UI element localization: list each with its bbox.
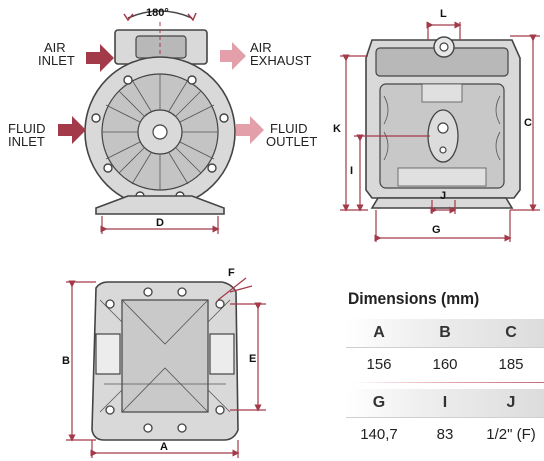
top-view: B E A F <box>62 267 266 458</box>
table-separator <box>352 382 544 383</box>
table-cell: 185 <box>498 356 524 373</box>
dim-i-label: I <box>350 165 353 177</box>
dim-e-label: E <box>249 353 256 365</box>
air-exhaust-arrow-icon <box>220 42 246 70</box>
air-inlet-arrow-icon <box>86 44 114 72</box>
table-value-row-2: 140,7 83 1/2" (F) <box>346 418 544 452</box>
dim-l-label: L <box>440 8 447 20</box>
fluid-inlet-arrow-icon <box>58 116 86 144</box>
table-cell: 140,7 <box>360 426 398 443</box>
rotation-arrow-icon <box>123 10 197 22</box>
table-header-cell: G <box>372 394 386 411</box>
dimensions-table: Dimensions (mm) A B C 156 160 185 G I J … <box>346 287 544 452</box>
dim-j-label: J <box>440 190 446 202</box>
table-header-cell: C <box>505 324 517 341</box>
fluid-outlet-label-1: FLUID <box>270 121 308 136</box>
fluid-inlet-label-1: FLUID <box>8 121 46 136</box>
dim-a-label: A <box>160 441 168 453</box>
air-inlet-label-2: INLET <box>38 53 75 68</box>
dimensions-title: Dimensions (mm) <box>348 289 480 308</box>
air-exhaust-label-1: AIR <box>250 40 272 55</box>
table-header-cell: J <box>506 394 516 411</box>
table-cell: 1/2" (F) <box>486 426 536 443</box>
dim-b-label: B <box>62 355 70 367</box>
table-header-row-1: A B C <box>346 319 544 348</box>
dim-k-label: K <box>333 123 341 135</box>
dim-c-label: C <box>524 117 532 129</box>
table-header-cell: B <box>439 324 451 341</box>
table-header-row-2: G I J <box>346 389 544 418</box>
rotation-label: 180° <box>146 7 169 19</box>
table-cell: 156 <box>366 356 392 373</box>
side-view: L J K I C G <box>333 8 540 242</box>
table-cell: 83 <box>436 426 454 443</box>
fluid-outlet-label-2: OUTLET <box>266 134 317 149</box>
table-header-cell: I <box>442 394 448 411</box>
table-cell: 160 <box>432 356 458 373</box>
dim-g-label: G <box>432 224 441 236</box>
dim-f-label: F <box>228 267 235 279</box>
air-inlet-label-1: AIR <box>44 40 66 55</box>
table-header-cell: A <box>373 324 385 341</box>
fluid-outlet-arrow-icon <box>236 116 264 144</box>
table-value-row-1: 156 160 185 <box>346 348 544 382</box>
air-exhaust-label-2: EXHAUST <box>250 53 311 68</box>
front-view: 180° <box>8 7 317 234</box>
pump-base-front <box>95 195 225 215</box>
dim-d-label: D <box>156 217 164 229</box>
fluid-inlet-label-2: INLET <box>8 134 45 149</box>
